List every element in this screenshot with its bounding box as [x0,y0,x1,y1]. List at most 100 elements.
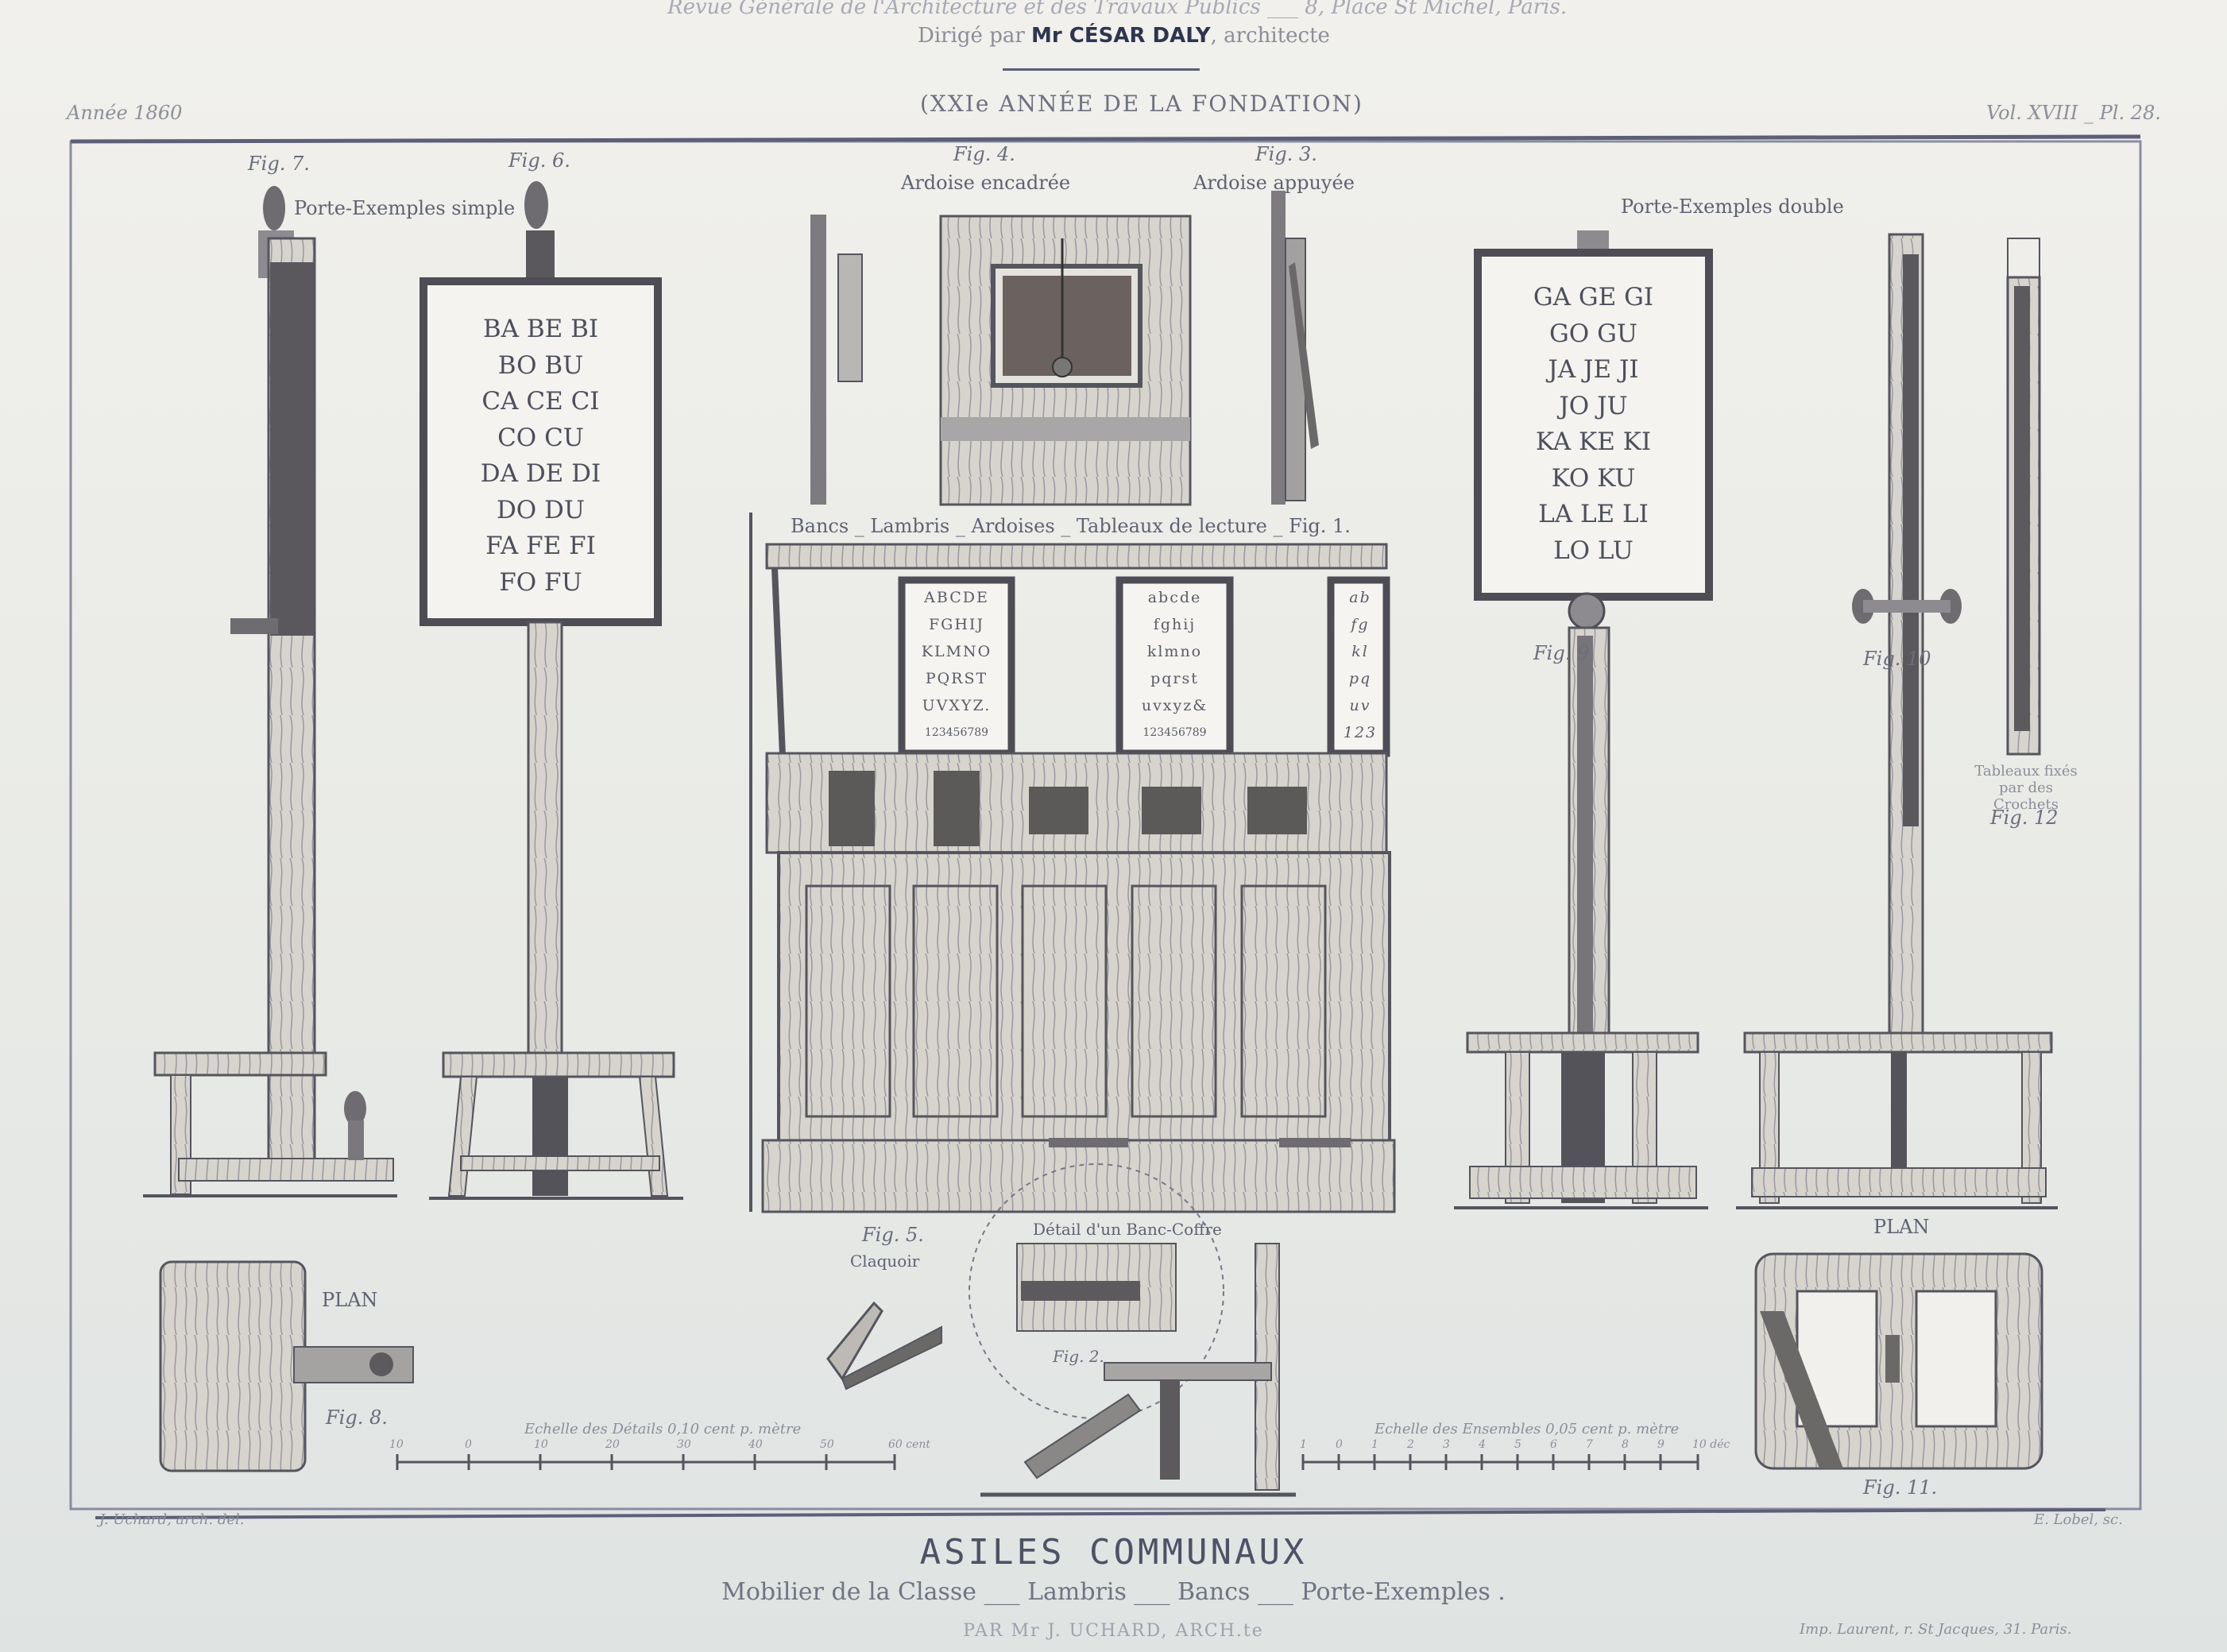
printer-credit: Imp. Laurent, r. St Jacques, 31. Paris. [1800,1621,2072,1638]
scale-ensembles-tick: 2 [1407,1438,1414,1451]
scale-details-tick: 20 [605,1438,620,1451]
fig5-label: Fig. 5. [862,1224,924,1246]
scale-details-tick: 30 [677,1438,691,1451]
scale-ensembles-tick: 10 déc [1692,1438,1730,1451]
directed-suffix: , architecte [1210,24,1330,48]
header-rule [1003,68,1200,71]
scale-details-tick: 0 [465,1438,472,1451]
chart-row: uv [1349,697,1371,714]
fig10-label: Fig. 10 [1863,648,1931,670]
scale-ensembles-tick: 1 [1300,1438,1307,1451]
publisher-line: Revue Générale de l'Architecture et des … [667,0,1568,19]
board-simple-row: DO DU [496,495,586,524]
volume-plate: Vol. XVIII _ Pl. 28. [1986,102,2161,124]
scale-ensembles-tick: 9 [1657,1438,1664,1451]
fig12-label: Fig. 12 [1990,807,2059,829]
fig7-stand-side [143,186,397,1197]
plate-title: ASILES COMMUNAUX [919,1532,1308,1573]
board-simple-row: FO FU [499,567,582,597]
ardoise-encadree-caption: Ardoise encadrée [901,172,1071,194]
board-double-row: KA KE KI [1535,428,1652,456]
scale-ensembles-tick: 3 [1443,1438,1450,1451]
fig12-caption: Tableaux fixés par des Crochets [1974,763,2078,813]
board-double-row: LA LE LI [1538,500,1649,528]
fig6-label: Fig. 6. [508,149,570,172]
chart-row: uvxyz& [1141,697,1208,714]
scale-details-tick: 50 [820,1438,834,1451]
chart-row: 123 [1343,724,1378,741]
board-simple-row: CO CU [497,423,584,452]
fig5-clapper [826,1301,942,1391]
plan-left-label: PLAN [322,1289,378,1311]
claquoir-caption: Claquoir [850,1252,920,1271]
fig7-label: Fig. 7. [248,153,310,175]
fig9-double-stand [1454,230,1713,1209]
fig3-leaning-slate [1271,191,1319,505]
directed-prefix: Dirigé par [918,24,1025,48]
scale-ensembles-tick: 7 [1586,1438,1593,1451]
fig12-hooked-chart [2006,238,2041,756]
fig10-double-stand-side [1736,233,2058,1209]
fig8-label: Fig. 8. [326,1406,388,1429]
engraver-credit: E. Lobel, sc. [2034,1511,2123,1528]
scale-ensembles-tick: 0 [1336,1438,1343,1451]
scale-details-label: Echelle des Détails 0,10 cent p. mètre [524,1421,802,1437]
scale-ensembles-tick: 8 [1622,1438,1629,1451]
board-double: GA GE GI GO GU JA JE JI JO JU KA KE KI K… [1486,280,1701,569]
porte-double-caption: Porte-Exemples double [1621,195,1844,218]
chart-row: ab [1349,589,1371,606]
scale-details-tick: 10 [389,1438,404,1451]
board-double-row: KO KU [1551,463,1636,493]
fig1-wainscot-benches [749,513,1396,1213]
detail-banc-caption: Détail d'un Banc-Coffre [1033,1220,1222,1239]
fig3-label: Fig. 3. [1255,143,1317,165]
chart-row: KLMNO [921,643,992,660]
chart-row: PQRST [925,670,988,687]
board-simple-row: FA FE FI [485,532,596,560]
chart-row: kl [1351,643,1369,660]
reading-chart-script: ab fg kl pq uv 123 [1336,584,1384,746]
board-double-row: JO JU [1559,391,1628,420]
foundation-year: (XXIe ANNÉE DE LA FONDATION) [920,91,1363,117]
chart-row: ABCDE [924,589,989,606]
chart-row: fghij [1153,616,1197,633]
chart-row: fg [1351,616,1370,633]
reading-chart-lowercase: abcde fghij klmno pqrst uvxyz& 123456789 [1125,584,1224,746]
reading-chart-uppercase: ABCDE FGHIJ KLMNO PQRST UVXYZ. 123456789 [907,584,1006,746]
fig11-plan [1754,1252,2043,1470]
scale-ensembles-tick: 6 [1550,1438,1557,1451]
scale-details-tick: 60 cent [888,1438,931,1451]
fig2-label: Fig. 2. [1053,1347,1104,1366]
fig2-bench-chest-detail [969,1163,1296,1497]
board-double-row: LO LU [1553,536,1634,565]
fig11-label: Fig. 11. [1863,1476,1938,1499]
board-simple-row: BA BE BI [482,315,599,343]
chart-row: pqrst [1150,670,1199,687]
fig6-stand-front [419,181,683,1200]
plate-year: Année 1860 [67,102,183,124]
fig8-plan [159,1260,414,1472]
fig4-label: Fig. 4. [953,143,1015,165]
plate-author: PAR Mr J. UCHARD, ARCH.te [963,1621,1264,1641]
board-simple: BA BE BI BO BU CA CE CI CO CU DA DE DI D… [431,311,650,601]
chart-row: abcde [1147,589,1202,606]
porte-simple-caption: Porte-Exemples simple [294,197,516,219]
board-simple-row: DA DE DI [480,459,601,488]
chart-row: pq [1348,670,1372,687]
board-simple-row: BO BU [497,350,584,380]
board-double-row: JA JE JI [1548,355,1639,384]
board-double-row: GA GE GI [1533,283,1654,311]
drawn-by-credit: J. Uchard, arch. del. [99,1511,245,1528]
scale-details-tick: 10 [534,1438,548,1451]
chart-row: 123456789 [1142,726,1207,739]
director-name: Mr CÉSAR DALY [1031,24,1211,48]
scale-details-tick: 40 [748,1438,763,1451]
scale-ensembles-tick: 5 [1514,1438,1521,1451]
plate-frame [69,140,2142,1511]
plan-right-label: PLAN [1873,1216,1930,1238]
director-line: Dirigé par Mr CÉSAR DALY, architecte [918,24,1330,48]
ardoise-appuyee-caption: Ardoise appuyée [1193,172,1355,194]
scale-ensembles-label: Echelle des Ensembles 0,05 cent p. mètre [1374,1421,1680,1437]
board-double-row: GO GU [1549,319,1637,348]
